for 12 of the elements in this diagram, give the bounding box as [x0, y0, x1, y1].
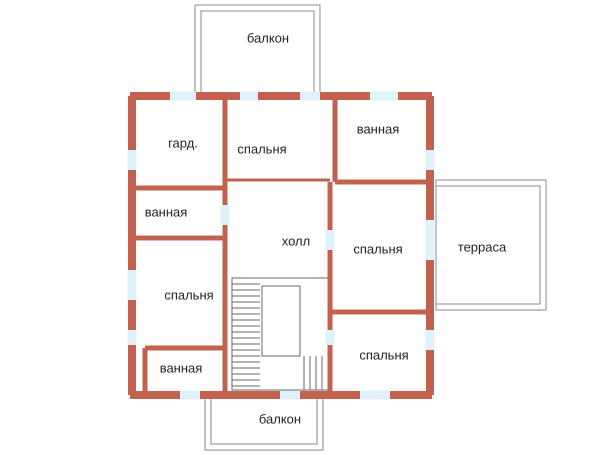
room-label: спальня: [237, 142, 287, 156]
room-label: гард.: [168, 136, 198, 150]
balcony-label: балкон: [258, 412, 302, 426]
balcony-label: балкон: [246, 30, 290, 46]
room-label: спальня: [164, 288, 214, 302]
room-label: ванная: [160, 360, 202, 376]
room-label: спальня: [353, 242, 403, 256]
room-label: ванная: [144, 204, 188, 220]
terrace-label: терраса: [458, 240, 506, 254]
room-label: ванная: [356, 122, 400, 136]
room-label: спальня: [359, 348, 409, 362]
room-label: холл: [282, 234, 310, 248]
